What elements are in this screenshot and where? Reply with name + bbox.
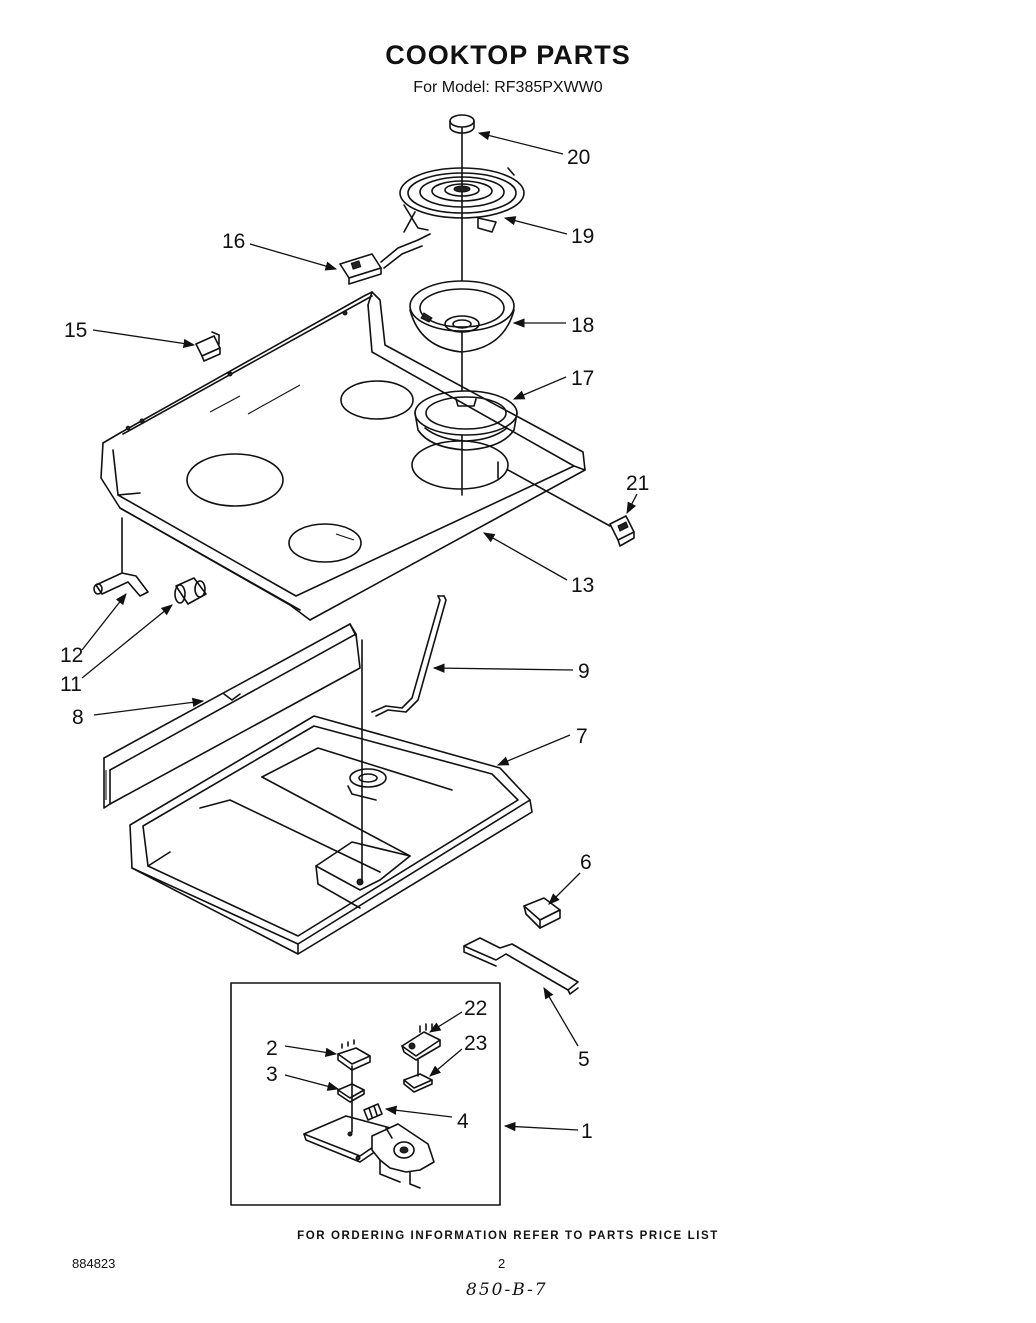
callout-4: 4 [457, 1110, 469, 1133]
part-3-plate [337, 1083, 365, 1103]
part-15-clip [195, 331, 221, 362]
handwritten-code: 850-B-7 [466, 1280, 548, 1300]
callout-20: 20 [567, 146, 590, 169]
part-13-main-cooktop [100, 291, 586, 621]
part-1-switch-body [303, 1115, 435, 1189]
assembly-line-21 [507, 469, 611, 527]
part-5-strap [463, 937, 579, 995]
part-7-burner-box [129, 715, 533, 955]
part-21-clip [609, 515, 635, 547]
callout-17: 17 [571, 367, 594, 390]
callout-12: 12 [60, 644, 83, 667]
part-6-bracket [523, 897, 561, 929]
callout-arrows [81, 131, 638, 1132]
page-number: 2 [498, 1256, 506, 1271]
callout-21: 21 [626, 472, 649, 495]
part-18-drip-bowl [409, 280, 515, 353]
part-12-bracket [93, 572, 149, 597]
part-23-plate [403, 1073, 433, 1093]
callout-22: 22 [464, 997, 487, 1020]
callout-3: 3 [266, 1063, 278, 1086]
callout-labels: 20 19 16 18 15 17 21 13 12 11 9 8 7 6 5 … [60, 146, 649, 1143]
part-2-switch [337, 1039, 371, 1071]
part-16-terminal-block [339, 233, 431, 285]
part-11-bumper [174, 577, 207, 605]
callout-5: 5 [578, 1048, 590, 1071]
callout-15: 15 [64, 319, 87, 342]
part-4-insulator [363, 1103, 383, 1121]
part-19-surface-element [399, 167, 525, 233]
callout-16: 16 [222, 230, 245, 253]
part-8-front-panel [103, 623, 361, 809]
callout-23: 23 [464, 1032, 487, 1055]
callout-8: 8 [72, 706, 84, 729]
callout-6: 6 [580, 851, 592, 874]
callout-18: 18 [571, 314, 594, 337]
part-9-rod [371, 595, 447, 717]
page-title: COOKTOP PARTS [385, 40, 631, 70]
model-subtitle: For Model: RF385PXWW0 [413, 79, 603, 96]
callout-7: 7 [576, 725, 588, 748]
document-number: 884823 [72, 1256, 116, 1271]
callout-9: 9 [578, 660, 590, 683]
part-22-bracket [401, 1023, 441, 1061]
callout-1: 1 [581, 1120, 593, 1143]
callout-2: 2 [266, 1037, 278, 1060]
part-1-assembly-box [230, 982, 501, 1206]
ordering-info-note: FOR ORDERING INFORMATION REFER TO PARTS … [297, 1230, 719, 1242]
callout-19: 19 [571, 225, 594, 248]
callout-11: 11 [60, 673, 82, 696]
callout-13: 13 [571, 574, 594, 597]
